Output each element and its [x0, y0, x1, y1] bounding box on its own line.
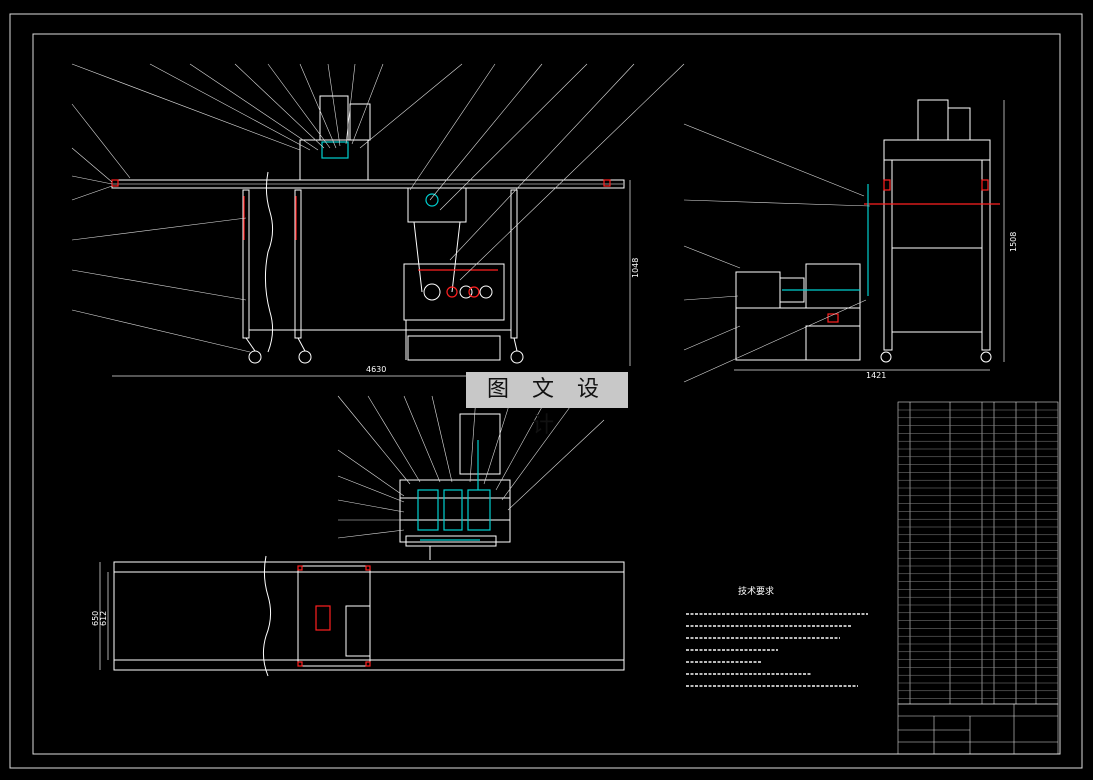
top-view	[99, 555, 625, 677]
tech-requirements-lines	[686, 613, 868, 687]
front-view	[111, 95, 631, 377]
title-block	[897, 703, 1059, 755]
front-view-accents	[111, 141, 611, 298]
inner-border	[32, 33, 1061, 755]
front-view-leaders	[71, 63, 685, 353]
watermark-badge: 图 文 设 计	[466, 372, 628, 438]
dimension-front-width: 4630	[366, 365, 386, 374]
parts-list-rows	[898, 409, 1058, 699]
dimension-top-inner: 612	[99, 611, 108, 626]
side-view-accents	[782, 179, 1000, 323]
dimension-side-width: 1421	[866, 371, 886, 380]
dimension-top-outer: 650	[91, 611, 100, 626]
side-view	[734, 99, 1005, 371]
parts-list-table	[897, 401, 1059, 705]
dimension-front-height: 1048	[631, 258, 640, 278]
outer-border	[9, 13, 1083, 769]
dimension-side-height: 1508	[1009, 232, 1018, 252]
tech-requirements-title: 技术要求	[738, 585, 774, 597]
gearbox-detail-view	[399, 413, 511, 560]
gearbox-detail-accents	[417, 440, 491, 541]
side-view-leaders	[683, 123, 871, 383]
gearbox-detail-leaders	[337, 395, 605, 539]
top-view-accents	[297, 565, 371, 667]
